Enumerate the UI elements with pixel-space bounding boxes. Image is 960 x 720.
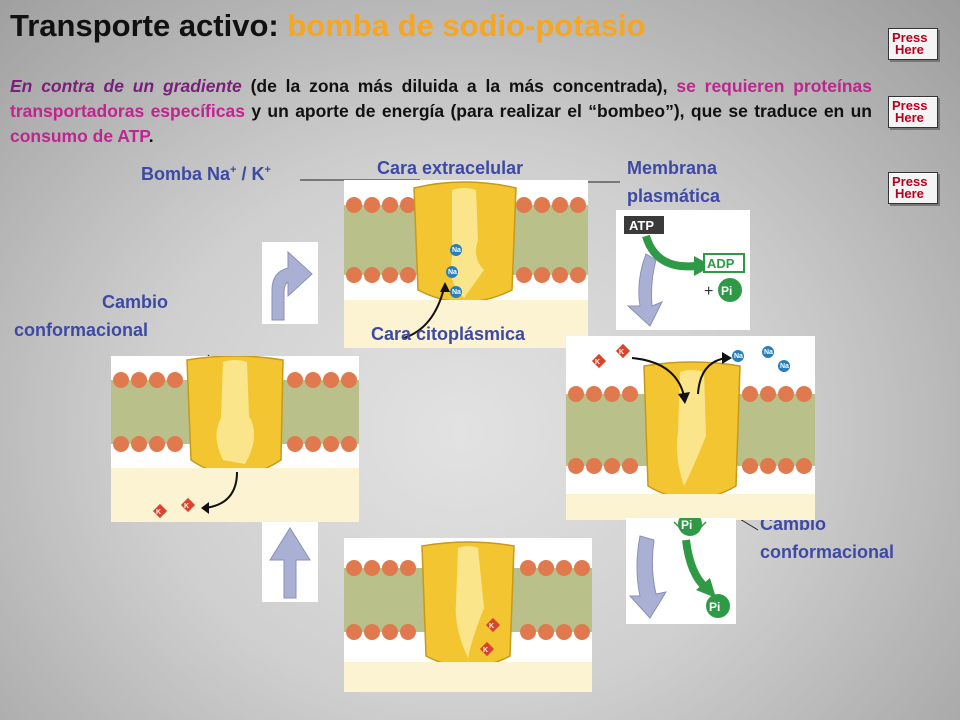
svg-text:Na: Na [764,349,773,356]
press-here-button[interactable]: Press Here [888,172,938,204]
adp-label: ADP [707,256,735,271]
label-conf-change-right-2: conformacional [760,542,895,562]
label-conf-change-left-1: Cambio [102,292,169,312]
panel-pi-release: Pi Pi [626,518,736,624]
press-here-button[interactable]: Press Here [888,96,938,128]
intro-proteins-phrase: se requieren proteínas transportadoras e… [10,76,872,121]
label-membrane-1: Membrana [627,158,718,178]
svg-text:K: K [489,623,494,630]
pi-label: Pi [721,284,732,298]
svg-text:Na: Na [448,269,457,276]
label-membrane-2: plasmática [627,186,721,206]
label-pump: Bomba Na+ / K+ [141,164,271,184]
press-here-button[interactable]: Press Here [888,28,938,60]
svg-text:K: K [595,359,600,366]
svg-text:K: K [619,349,624,356]
svg-text:Na: Na [734,353,743,360]
atp-label: ATP [629,218,654,233]
svg-text:K: K [156,509,161,516]
svg-text:Na: Na [452,247,461,254]
page-title: Transporte activo: bomba de sodio-potasi… [10,8,646,43]
cycle-arrow-up-bottom [262,520,318,602]
label-extracellular-face: Cara extracelular [377,158,524,178]
svg-text:Na: Na [780,363,789,370]
intro-atp-phrase: consumo de ATP [10,126,149,146]
panel-energy: ATP ADP + Pi [616,210,750,330]
cycle-arrow-up [262,242,318,324]
pi-label: Pi [681,518,692,532]
intro-gradient-phrase: En contra de un gradiente [10,76,242,96]
label-cytoplasmic-face: Cara citoplásmica [371,324,526,344]
svg-text:K: K [483,647,488,654]
intro-paragraph: En contra de un gradiente (de la zona má… [10,76,872,146]
svg-text:K: K [184,503,189,510]
svg-text:Na: Na [452,289,461,296]
label-conf-change-left-2: conformacional [14,320,149,340]
svg-text:+: + [704,283,713,300]
pi-label: Pi [709,600,720,614]
